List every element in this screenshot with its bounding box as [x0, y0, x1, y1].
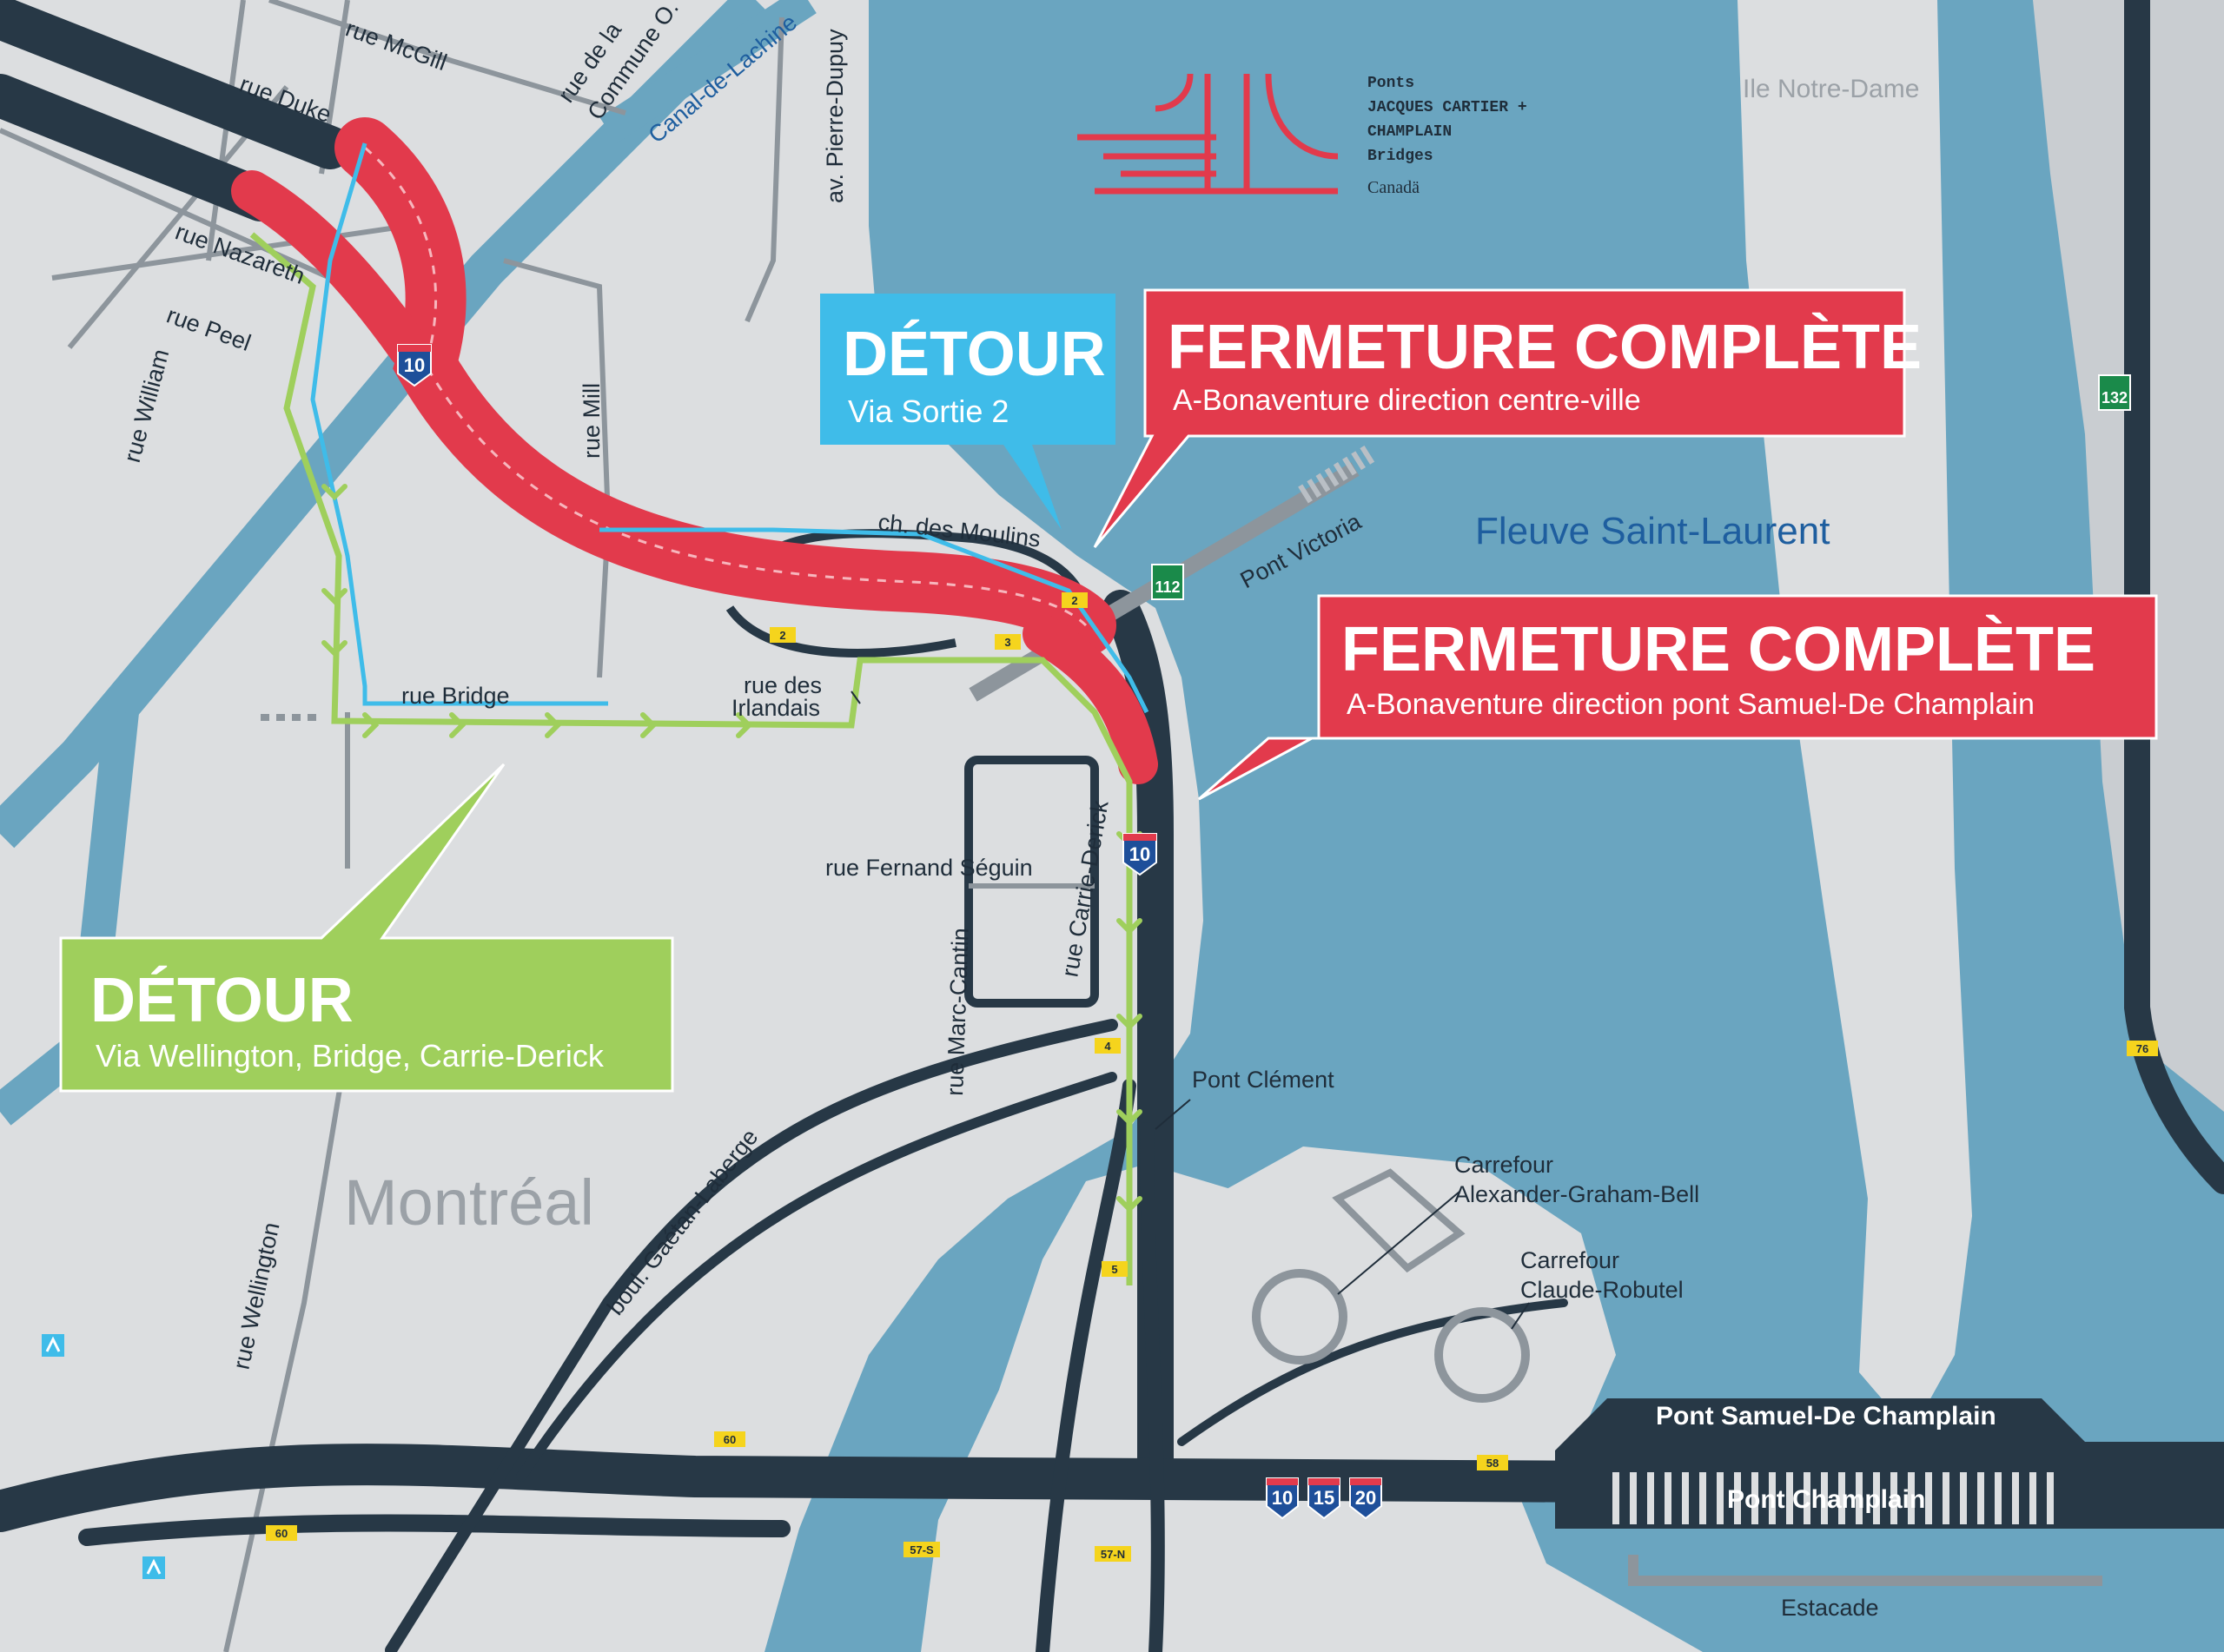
svg-text:5: 5	[1111, 1263, 1117, 1276]
exit-tag: 76	[2127, 1041, 2158, 1056]
exit-tag: 3	[995, 634, 1021, 650]
shield-i10-north: 10	[397, 344, 432, 387]
exit-tags: 2 2 3 4 5 60 60 58 57-S 57-N 76	[266, 592, 2158, 1562]
label-pont-clement: Pont Clément	[1192, 1067, 1334, 1093]
svg-text:FERMETURE COMPLÈTE: FERMETURE COMPLÈTE	[1168, 313, 1922, 382]
label-rue-bridge: rue Bridge	[401, 683, 510, 709]
pont-victoria-deck	[1298, 443, 1378, 504]
exit-tag: 2	[1062, 592, 1088, 608]
label-carrefour-agb-2: Alexander-Graham-Bell	[1454, 1181, 1699, 1207]
exit-tag: 57-N	[1095, 1546, 1131, 1562]
label-rue-marc-cantin: rue Marc-Cantin	[942, 928, 974, 1096]
detour-green-route	[249, 232, 1133, 1285]
lower-land	[1095, 1146, 1616, 1529]
exit-tag: 2	[770, 627, 796, 643]
label-pierre-dupuy: av. Pierre-Dupuy	[822, 29, 848, 203]
svg-text:DÉTOUR: DÉTOUR	[90, 966, 354, 1035]
callout-fermeture-champlain: FERMETURE COMPLÈTE A-Bonaventure directi…	[1198, 594, 2158, 801]
svg-text:3: 3	[1004, 636, 1010, 649]
svg-text:60: 60	[724, 1433, 736, 1446]
detour-blue-route	[310, 142, 1149, 714]
svg-text:10: 10	[1272, 1487, 1293, 1509]
label-rue-mill: rue Mill	[579, 383, 605, 459]
svg-text:Via Sortie 2: Via Sortie 2	[848, 393, 1009, 429]
closure-lane-dashes	[364, 146, 1088, 627]
svg-text:FERMETURE COMPLÈTE: FERMETURE COMPLÈTE	[1341, 615, 2095, 684]
svg-text:2: 2	[1071, 594, 1077, 607]
svg-text:A-Bonaventure direction centre: A-Bonaventure direction centre-ville	[1173, 384, 1641, 417]
pont-champlain-stripes	[1612, 1472, 2054, 1524]
label-rue-seguin: rue Fernand Séguin	[825, 855, 1033, 881]
svg-text:132: 132	[2102, 389, 2128, 406]
label-carrefour-robutel-2: Claude-Robutel	[1520, 1277, 1684, 1303]
roundabout-agb	[1252, 1269, 1347, 1365]
exit-tag: 60	[714, 1431, 745, 1447]
svg-text:Ponts: Ponts	[1367, 75, 1414, 92]
svg-text:20: 20	[1355, 1487, 1376, 1509]
label-pont-samuel: Pont Samuel-De Champlain	[1656, 1402, 1996, 1431]
svg-text:15: 15	[1314, 1487, 1334, 1509]
svg-text:CHAMPLAIN: CHAMPLAIN	[1367, 123, 1452, 141]
svg-text:DÉTOUR: DÉTOUR	[843, 320, 1106, 389]
estacade	[1628, 1555, 2102, 1586]
place-fleuve: Fleuve Saint-Laurent	[1475, 510, 1830, 552]
svg-text:76: 76	[2136, 1042, 2148, 1055]
label-carrefour-agb-1: Carrefour	[1454, 1152, 1553, 1178]
metro-icon	[142, 1556, 165, 1579]
shield-i10-south: 10	[1122, 833, 1157, 876]
label-pont-champlain: Pont Champlain	[1727, 1485, 1925, 1514]
svg-text:10: 10	[404, 354, 425, 376]
label-rue-irlandais-2: Irlandais	[731, 695, 820, 721]
svg-text:4: 4	[1104, 1040, 1111, 1053]
callout-detour-sortie: DÉTOUR Via Sortie 2	[820, 294, 1115, 530]
exit-tag: 4	[1095, 1038, 1121, 1054]
label-estacade: Estacade	[1781, 1595, 1879, 1621]
exit-tag: 58	[1477, 1455, 1508, 1470]
svg-text:A-Bonaventure direction pont S: A-Bonaventure direction pont Samuel-De C…	[1347, 688, 2035, 721]
shield-a20: 20	[1349, 1477, 1382, 1520]
svg-text:JACQUES CARTIER +: JACQUES CARTIER +	[1367, 99, 1527, 116]
svg-text:57-S: 57-S	[910, 1543, 934, 1556]
shield-a10: 10	[1266, 1477, 1299, 1520]
moulins-loop	[725, 529, 1090, 657]
exit-tag: 60	[266, 1525, 297, 1541]
label-carrefour-robutel-1: Carrefour	[1520, 1247, 1619, 1273]
leader-lines	[851, 691, 1530, 1330]
label-rue-irlandais-1: rue des	[744, 672, 822, 698]
svg-text:60: 60	[275, 1527, 288, 1540]
exit-tag: 57-S	[904, 1542, 940, 1557]
svg-text:Bridges: Bridges	[1367, 148, 1433, 165]
exit-tag: 5	[1102, 1261, 1128, 1277]
metro-icon	[42, 1334, 64, 1357]
shield-a15: 15	[1307, 1477, 1340, 1520]
shield-r112: 112	[1151, 564, 1184, 600]
agb-block	[1332, 1168, 1466, 1273]
roundabout-robutel	[1434, 1307, 1530, 1403]
svg-text:10: 10	[1129, 843, 1150, 865]
canal-branch	[599, 0, 817, 144]
carrie-derick-block	[964, 756, 1099, 1008]
callout-fermeture-centre: FERMETURE COMPLÈTE A-Bonaventure directi…	[1093, 288, 1922, 548]
shield-r132: 132	[2098, 374, 2131, 411]
callout-detour-wellington: DÉTOUR Via Wellington, Bridge, Carrie-De…	[59, 763, 674, 1093]
svg-text:57-N: 57-N	[1101, 1548, 1125, 1561]
svg-text:Canadä: Canadä	[1367, 178, 1420, 197]
svg-text:Via Wellington, Bridge, Carrie: Via Wellington, Bridge, Carrie-Derick	[96, 1038, 605, 1074]
svg-text:58: 58	[1486, 1457, 1499, 1470]
jacques-cartier-champlain-logo: Ponts JACQUES CARTIER + CHAMPLAIN Bridge…	[1077, 73, 1527, 197]
svg-text:112: 112	[1155, 578, 1180, 596]
svg-text:2: 2	[779, 629, 785, 642]
place-montreal: Montréal	[344, 1166, 594, 1239]
place-ile-notre-dame: Ile Notre-Dame	[1743, 75, 1919, 103]
